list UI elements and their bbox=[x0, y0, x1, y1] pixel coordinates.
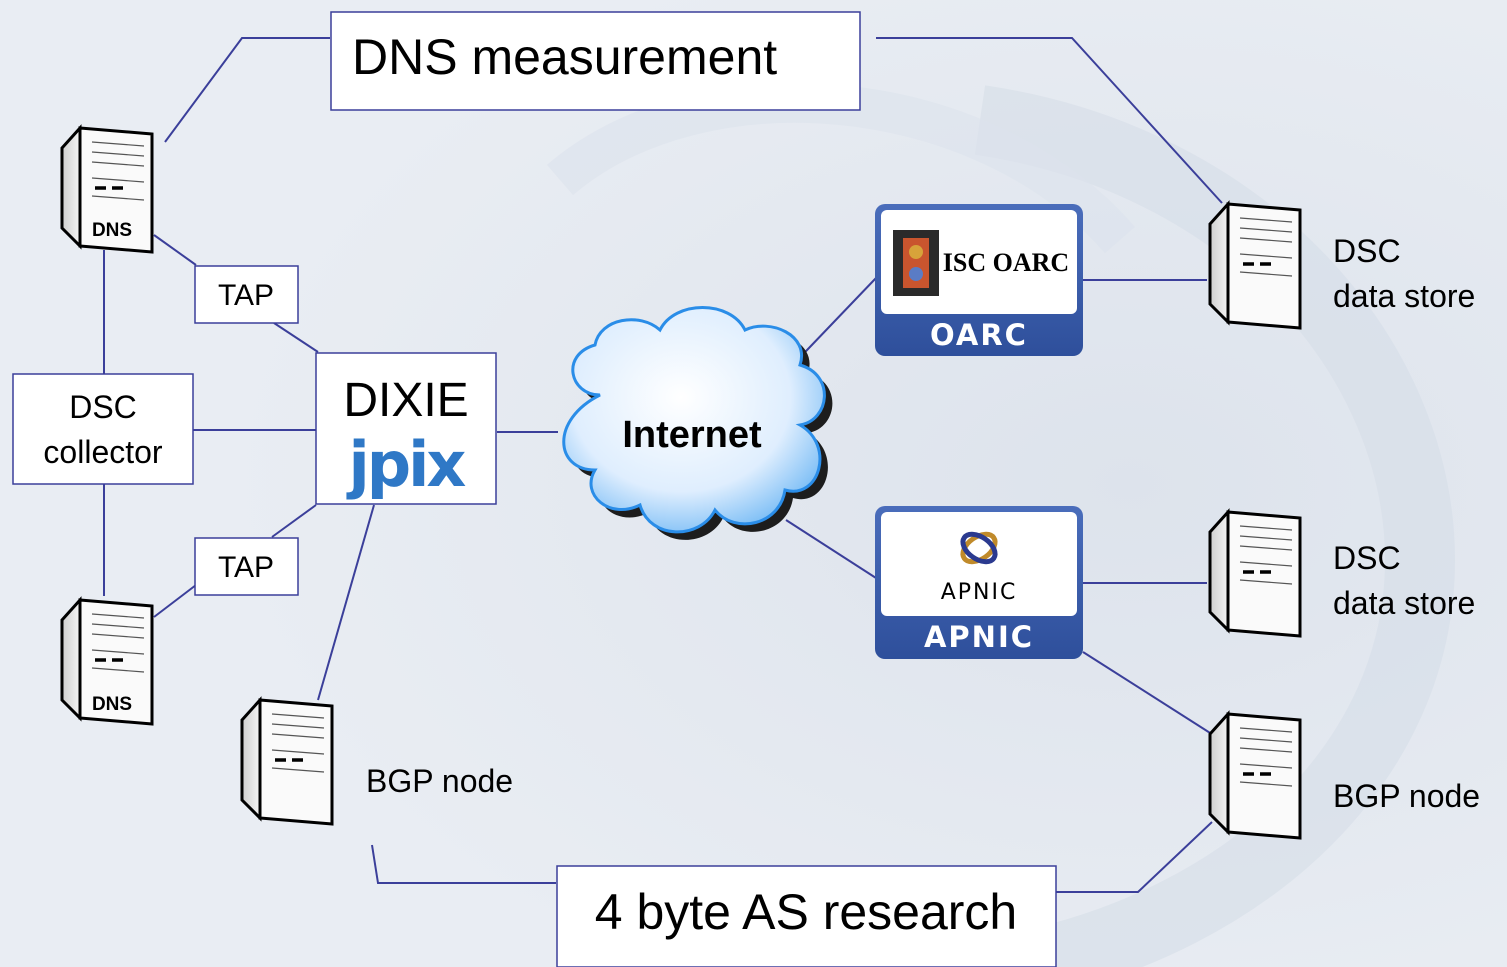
dsc-store-bottom-label-line2: data store bbox=[1333, 585, 1475, 621]
bgp-server-right bbox=[1208, 712, 1302, 840]
jpix-logo: jpix bbox=[346, 428, 467, 501]
connector bbox=[876, 37, 1223, 204]
connector bbox=[1082, 651, 1219, 739]
apnic-logo-text: APNIC bbox=[941, 580, 1018, 605]
dsc-store-top-label-line1: DSC bbox=[1333, 233, 1401, 269]
dsc-store-server-top bbox=[1208, 202, 1302, 330]
internet-cloud: Internet bbox=[562, 306, 833, 540]
connector-lines bbox=[103, 37, 1223, 893]
connector bbox=[371, 844, 556, 884]
connector bbox=[317, 504, 375, 701]
tap-top-label: TAP bbox=[218, 279, 274, 312]
bgp-server-left bbox=[240, 698, 334, 826]
bgp-node-right-label: BGP node bbox=[1333, 778, 1480, 814]
server-tower-icon bbox=[1208, 202, 1302, 330]
background-swirl bbox=[974, 85, 1456, 967]
bgp-node-left-label: BGP node bbox=[366, 763, 513, 799]
as-research-label: 4 byte AS research bbox=[595, 884, 1017, 940]
oarc-logo-card: ISC OARC OARC bbox=[875, 204, 1083, 356]
server-tower-icon bbox=[1208, 510, 1302, 638]
oarc-emblem-icon bbox=[893, 230, 939, 296]
tap-bottom-box bbox=[194, 537, 299, 596]
dns-server-label: DNS bbox=[92, 694, 132, 715]
dns-server-label: DNS bbox=[92, 220, 132, 241]
server-tower-icon bbox=[240, 698, 334, 826]
dns-server-bottom: DNS bbox=[60, 598, 154, 726]
dns-server-top: DNS bbox=[60, 126, 154, 254]
as-research-box bbox=[556, 865, 1057, 967]
dixie-box bbox=[315, 352, 497, 505]
oarc-logo-text: ISC OARC bbox=[943, 248, 1069, 277]
dsc-store-server-bottom bbox=[1208, 510, 1302, 638]
apnic-emblem-icon bbox=[960, 531, 998, 565]
dsc-collector-label-line2: collector bbox=[43, 434, 163, 470]
connector bbox=[785, 519, 877, 579]
dns-measurement-box bbox=[330, 11, 861, 111]
dsc-store-bottom-label-line1: DSC bbox=[1333, 540, 1401, 576]
apnic-banner-label: APNIC bbox=[924, 620, 1034, 654]
dsc-collector-box bbox=[12, 373, 194, 485]
tap-top-box bbox=[194, 265, 299, 324]
dsc-collector-label-line1: DSC bbox=[69, 389, 137, 425]
internet-label: Internet bbox=[622, 414, 762, 456]
dsc-store-top-label-line2: data store bbox=[1333, 278, 1475, 314]
dixie-label: DIXIE bbox=[343, 374, 468, 427]
connector bbox=[271, 504, 317, 538]
oarc-banner-label: OARC bbox=[930, 318, 1028, 352]
connector bbox=[273, 322, 319, 353]
tap-bottom-label: TAP bbox=[218, 551, 274, 584]
connector bbox=[1056, 821, 1213, 893]
connector bbox=[153, 234, 197, 266]
apnic-logo-card: APNIC APNIC bbox=[875, 506, 1083, 659]
dns-measurement-label: DNS measurement bbox=[352, 29, 777, 85]
connector bbox=[164, 37, 330, 143]
server-tower-icon bbox=[1208, 712, 1302, 840]
connector bbox=[153, 584, 197, 618]
